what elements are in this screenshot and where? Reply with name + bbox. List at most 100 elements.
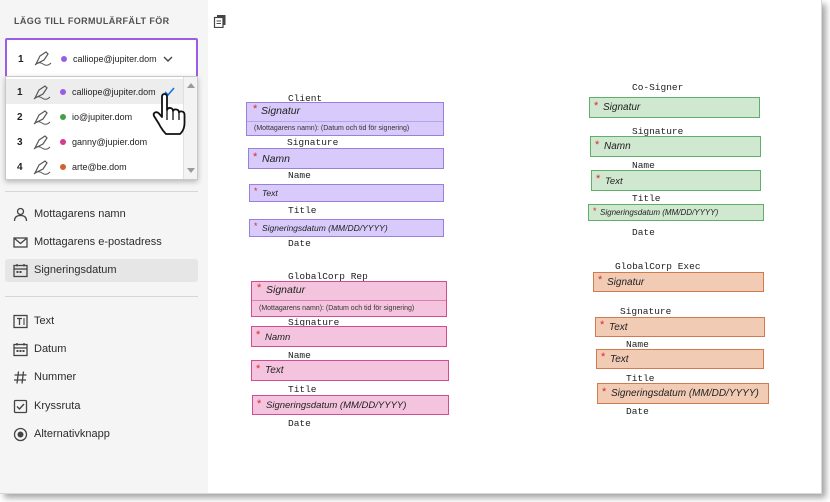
label-name: Name	[288, 170, 311, 181]
radio-icon	[13, 427, 28, 442]
signature-field-co-signer[interactable]: * Signatur	[589, 97, 760, 118]
divider	[5, 191, 198, 192]
app-window: LÄGG TILL FORMULÄRFÄLT FÖR 1 calliope@ju…	[0, 0, 822, 494]
label-date: Date	[288, 238, 311, 249]
field-placeholder: Text	[605, 176, 623, 187]
required-marker: *	[601, 351, 606, 363]
field-text[interactable]: Text	[5, 310, 198, 333]
field-label: Alternativknapp	[34, 428, 110, 440]
calendar-icon	[13, 343, 28, 357]
checkmark-icon	[164, 87, 175, 97]
field-label: Signeringsdatum	[34, 264, 117, 276]
required-marker: *	[598, 274, 603, 286]
scroll-up-icon[interactable]	[187, 83, 195, 88]
field-checkbox[interactable]: Kryssruta	[5, 395, 198, 418]
panel-title: LÄGG TILL FORMULÄRFÄLT FÖR	[14, 16, 170, 26]
section-label-globalcorp-rep: GlobalCorp Rep	[288, 271, 368, 282]
recipient-color-dot	[60, 139, 66, 145]
recipient-color-dot	[60, 114, 66, 120]
recipient-color-dot	[60, 89, 66, 95]
chevron-down-icon	[163, 56, 173, 62]
required-marker: *	[257, 282, 262, 294]
required-marker: *	[593, 206, 597, 216]
text-field-client[interactable]: * Text	[249, 184, 444, 202]
name-field-co-signer[interactable]: * Namn	[590, 136, 761, 157]
field-signing-date[interactable]: Signeringsdatum	[5, 259, 198, 282]
signer-pen-icon	[33, 85, 51, 100]
name-field-client[interactable]: * Namn	[248, 148, 444, 169]
field-number[interactable]: Nummer	[5, 366, 198, 389]
signer-pen-icon	[34, 51, 52, 66]
field-placeholder: Signatur	[607, 277, 645, 288]
signing-date-field-co-signer[interactable]: * Signeringsdatum (MM/DD/YYYY)	[588, 204, 764, 221]
field-placeholder: Text	[262, 188, 278, 198]
envelope-icon	[13, 237, 28, 248]
recipient-option[interactable]: 1 calliope@jupiter.dom	[6, 79, 184, 104]
label-date: Date	[288, 418, 311, 429]
required-marker: *	[596, 173, 601, 185]
field-label: Mottagarens e-postadress	[34, 236, 162, 248]
recipient-number: 3	[17, 137, 23, 148]
text-field-rep[interactable]: * Text	[251, 360, 449, 381]
signing-date-field-rep[interactable]: * Signeringsdatum (MM/DD/YYYY)	[252, 395, 449, 415]
recipient-email: ganny@jupier.dom	[72, 137, 148, 147]
field-label: Kryssruta	[34, 400, 81, 412]
person-icon	[13, 207, 28, 222]
recipient-option[interactable]: 2 io@jupiter.dom	[6, 104, 184, 129]
required-marker: *	[256, 329, 261, 341]
recipient-color-dot	[61, 56, 67, 62]
field-placeholder: Signeringsdatum (MM/DD/YYYY)	[266, 400, 407, 411]
recipient-color-dot	[60, 164, 66, 170]
text-field-co-signer[interactable]: * Text	[591, 170, 761, 191]
copy-icon[interactable]	[213, 14, 227, 28]
field-placeholder: Signeringsdatum (MM/DD/YYYY)	[611, 388, 759, 399]
checkbox-icon	[13, 399, 28, 414]
label-name: Name	[632, 160, 655, 171]
field-date[interactable]: Datum	[5, 338, 198, 361]
label-signature: Signature	[287, 137, 339, 148]
label-date: Date	[632, 227, 655, 238]
scroll-down-icon[interactable]	[187, 168, 195, 173]
recipient-number: 1	[18, 54, 24, 65]
recipient-select[interactable]: 1 calliope@jupiter.dom	[5, 38, 198, 78]
required-marker: *	[595, 139, 600, 151]
label-title: Title	[632, 193, 661, 204]
field-placeholder: Signeringsdatum (MM/DD/YYYY)	[262, 223, 388, 233]
label-name: Name	[626, 339, 649, 350]
section-label-client: Client	[288, 93, 323, 104]
name-field-exec[interactable]: * Text	[595, 317, 765, 337]
label-signature: Signature	[620, 306, 672, 317]
field-subtext: (Mottagarens namn): (Datum och tid för s…	[254, 125, 410, 132]
recipient-number: 2	[17, 112, 23, 123]
name-field-rep[interactable]: * Namn	[251, 326, 447, 347]
label-date: Date	[626, 406, 649, 417]
section-label-globalcorp-exec: GlobalCorp Exec	[615, 261, 701, 272]
field-recipient-email[interactable]: Mottagarens e-postadress	[5, 231, 198, 254]
required-marker: *	[253, 151, 258, 163]
field-subtext: (Mottagarens namn): (Datum och tid för s…	[259, 305, 415, 312]
signer-pen-icon	[33, 110, 51, 125]
recipient-option[interactable]: 3 ganny@jupier.dom	[6, 129, 184, 154]
recipient-number: 1	[17, 87, 23, 98]
required-marker: *	[594, 100, 599, 112]
section-label-co-signer: Co-Signer	[632, 82, 684, 93]
signing-date-field-exec[interactable]: * Signeringsdatum (MM/DD/YYYY)	[597, 383, 769, 404]
required-marker: *	[254, 221, 258, 231]
field-radio-button[interactable]: Alternativknapp	[5, 423, 198, 446]
recipient-option[interactable]: 4 arte@be.dom	[6, 154, 184, 179]
text-field-exec[interactable]: * Text	[596, 349, 764, 369]
field-label: Text	[34, 315, 55, 327]
field-placeholder: Signatur	[603, 102, 641, 113]
field-recipient-name[interactable]: Mottagarens namn	[5, 203, 198, 226]
field-placeholder: Namn	[265, 332, 291, 343]
required-marker: *	[257, 398, 262, 410]
field-placeholder: Text	[610, 354, 629, 365]
recipient-email: calliope@jupiter.dom	[72, 87, 156, 97]
signature-field-client[interactable]: * Signatur (Mottagarens namn): (Datum oc…	[246, 102, 444, 136]
field-placeholder: Signatur	[261, 105, 301, 117]
signing-date-field-client[interactable]: * Signeringsdatum (MM/DD/YYYY)	[249, 219, 444, 237]
field-label: Nummer	[34, 371, 77, 383]
signature-field-rep[interactable]: * Signatur (Mottagarens namn): (Datum oc…	[251, 281, 447, 317]
form-fields-sidebar: LÄGG TILL FORMULÄRFÄLT FÖR 1 calliope@ju…	[0, 0, 208, 493]
signature-field-exec[interactable]: * Signatur	[593, 272, 764, 292]
